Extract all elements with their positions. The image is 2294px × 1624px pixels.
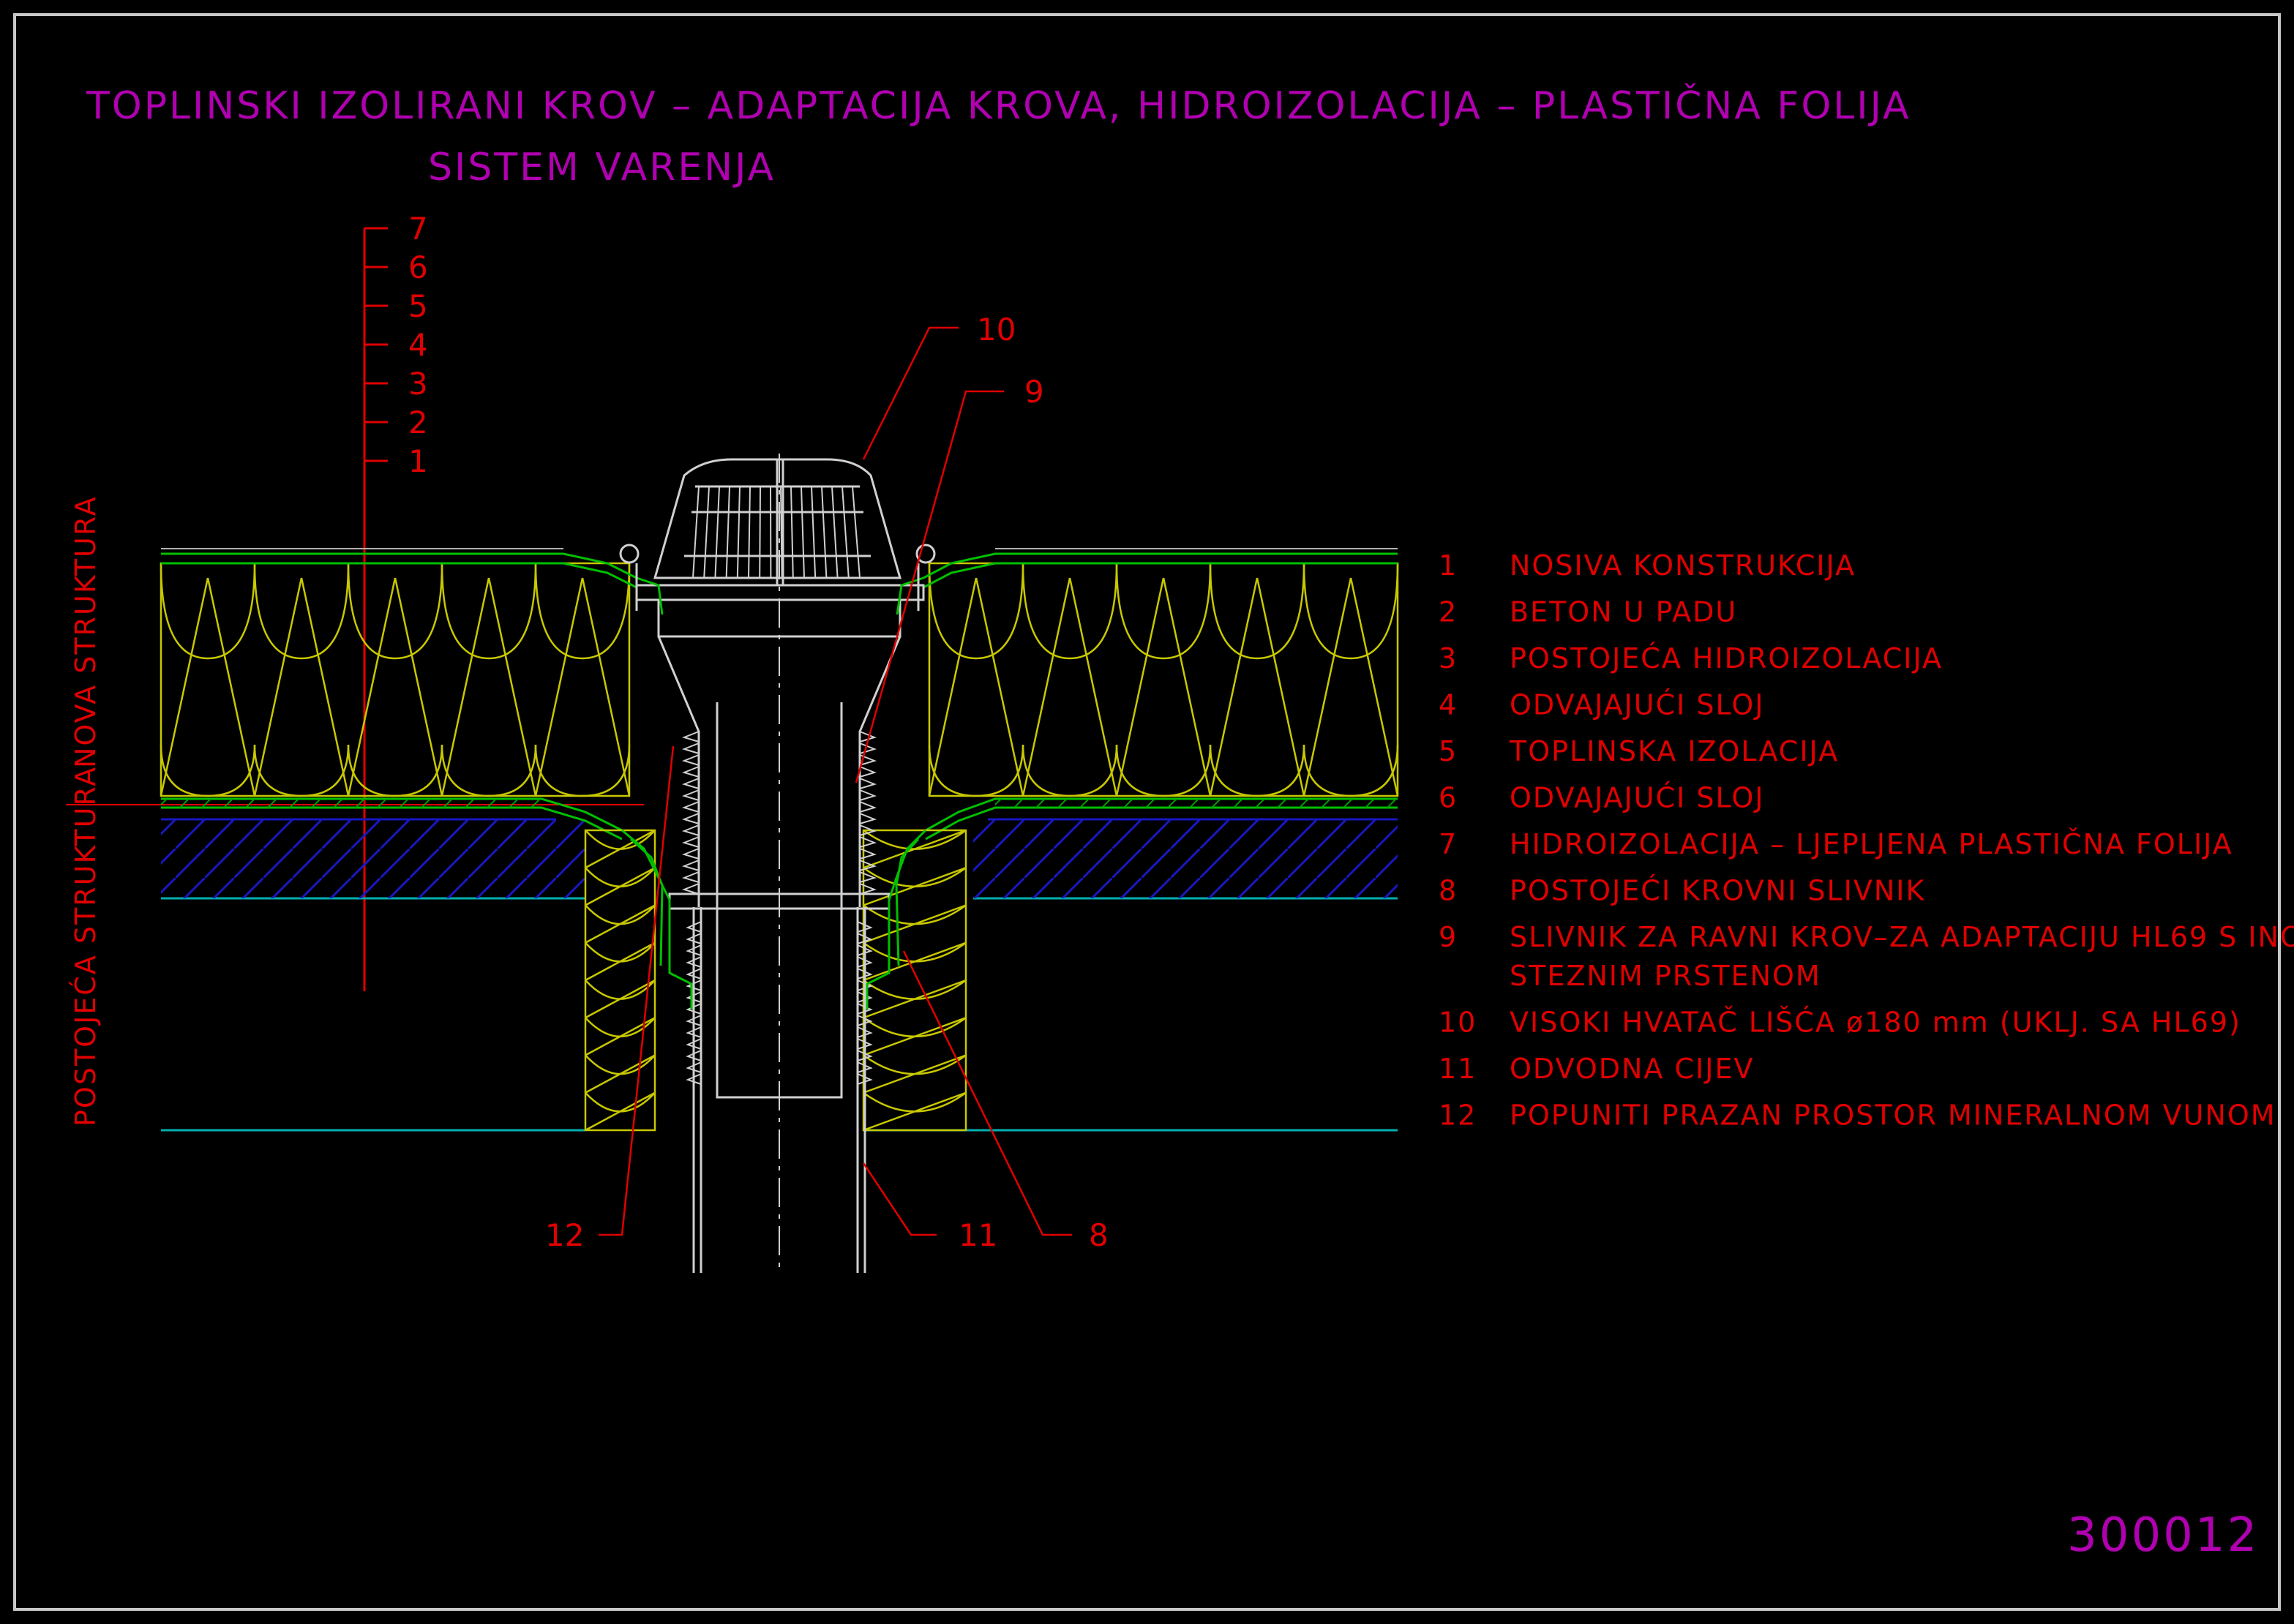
layer-scale-number: 3 <box>408 366 428 402</box>
legend-text: NOSIVA KONSTRUKCIJA <box>1510 549 1856 582</box>
layer-scale-number: 2 <box>408 405 428 440</box>
mineral-wool-left <box>584 829 656 1132</box>
legend-text: SLIVNIK ZA RAVNI KROV–ZA ADAPTACIJU HL69… <box>1510 921 2294 953</box>
layer-scale-number: 4 <box>408 327 428 363</box>
title-line-1: TOPLINSKI IZOLIRANI KROV – ADAPTACIJA KR… <box>86 83 1911 128</box>
legend-number: 12 <box>1439 1099 1477 1132</box>
concrete-hatch-left <box>161 819 585 898</box>
legend-number: 10 <box>1439 1007 1477 1039</box>
callout-11: 11 <box>959 1217 997 1253</box>
side-label-existing-structure: POSTOJEĆA STRUKTURA <box>70 766 102 1127</box>
callout-8: 8 <box>1089 1217 1109 1253</box>
layer-scale-number: 5 <box>408 288 428 324</box>
callout-12: 12 <box>545 1217 584 1253</box>
thermal-insulation-left <box>160 562 631 797</box>
mineral-wool-right <box>862 829 967 1132</box>
legend-number: 4 <box>1439 689 1458 721</box>
legend-text: ODVAJAJUĆI SLOJ <box>1510 689 1765 721</box>
layer-scale-number: 1 <box>408 443 428 479</box>
callout-9: 9 <box>1024 374 1044 410</box>
concrete-hatch-right <box>973 819 1398 898</box>
top-membrane <box>161 552 1398 589</box>
legend-text: ODVODNA CIJEV <box>1510 1053 1754 1085</box>
existing-drain <box>621 576 927 1010</box>
title-line-2: SISTEM VARENJA <box>428 146 776 189</box>
legend-text: ODVAJAJUĆI SLOJ <box>1510 782 1765 814</box>
legend-number: 9 <box>1439 921 1458 953</box>
legend-number: 2 <box>1439 596 1458 628</box>
legend-number: 3 <box>1439 642 1458 674</box>
drawing-frame <box>13 13 2281 1611</box>
legend-text: HIDROIZOLACIJA – LJEPLJENA PLASTIČNA FOL… <box>1510 828 2233 860</box>
clamp-bolts <box>619 544 936 611</box>
legend-number: 5 <box>1439 735 1458 767</box>
legend-text: STEZNIM PRSTENOM <box>1510 960 1821 992</box>
side-label-new-structure: NOVA STRUKTURA <box>70 495 102 768</box>
legend-text: VISOKI HVATAČ LIŠĆA ø180 mm (UKLJ. SA HL… <box>1510 1007 2241 1039</box>
legend-number: 7 <box>1439 828 1458 860</box>
legend-text: POSTOJEĆA HIDROIZOLACIJA <box>1510 642 1943 674</box>
drawing-code: 300012 <box>2067 1508 2259 1563</box>
layer-scale-number: 7 <box>408 211 428 247</box>
callout-10: 10 <box>977 312 1016 347</box>
legend-number: 1 <box>1439 549 1458 582</box>
legend-text: BETON U PADU <box>1510 596 1737 628</box>
legend-number: 6 <box>1439 782 1458 814</box>
legend-text: TOPLINSKA IZOLACIJA <box>1509 735 1839 767</box>
legend-number: 11 <box>1439 1053 1477 1085</box>
legend-number: 8 <box>1439 875 1458 907</box>
thermal-insulation-right <box>928 562 1399 797</box>
legend-text: POPUNITI PRAZAN PROSTOR MINERALNOM VUNOM <box>1510 1099 2276 1132</box>
callout-leaders <box>599 326 1072 1236</box>
legend-text: POSTOJEĆI KROVNI SLIVNIK <box>1510 875 1925 907</box>
layer-scale-number: 6 <box>408 249 428 285</box>
